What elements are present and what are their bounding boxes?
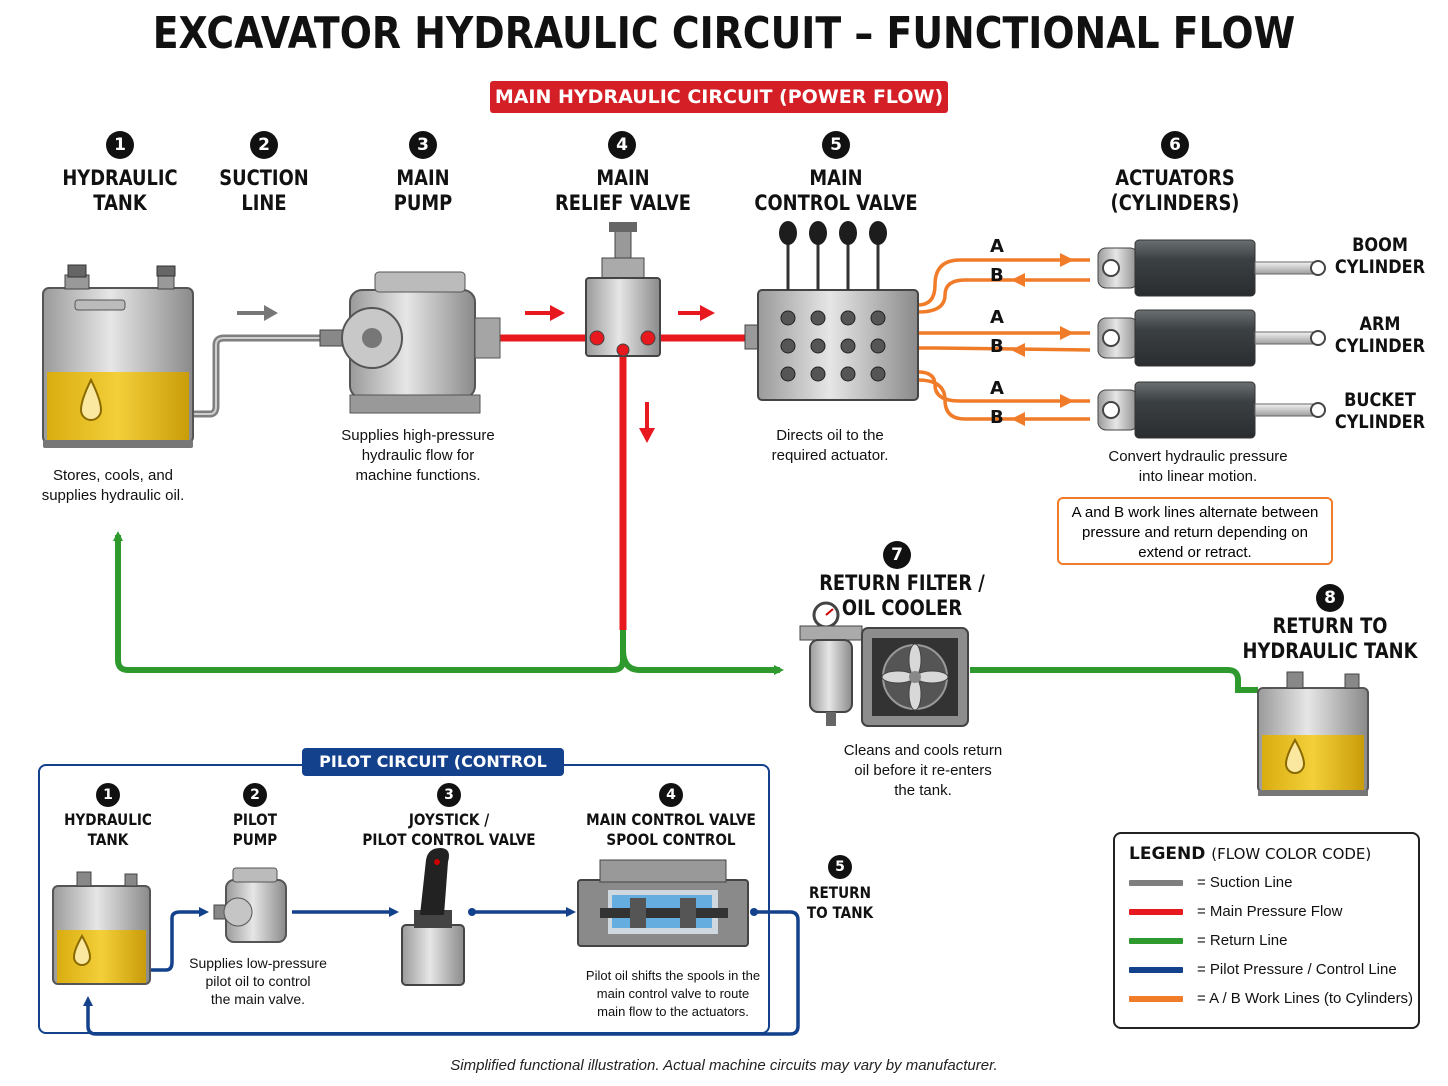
cylinder-illustrations — [1097, 239, 1326, 439]
pilot-step-4-number: 4 — [659, 783, 683, 807]
pilot-line-node — [468, 908, 476, 916]
step-7-number: 7 — [883, 541, 911, 569]
page-title: EXCAVATOR HYDRAULIC CIRCUIT – FUNCTIONAL… — [152, 8, 1296, 59]
pilot-step-5-number: 5 — [828, 855, 852, 879]
main-pump-illustration — [319, 271, 501, 414]
pilot-line-tank-to-pump — [150, 907, 209, 972]
relief-arrowhead — [639, 428, 655, 443]
step-5-number: 5 — [822, 131, 850, 159]
return-tank-illustration — [1257, 671, 1369, 796]
return-line-to-filter — [620, 649, 784, 675]
pilot-circuit-banner: PILOT CIRCUIT (CONTROL FLOW) — [302, 748, 564, 799]
main-control-valve-illustration — [744, 221, 919, 401]
hydraulic-tank-illustration — [42, 264, 194, 448]
step-3-number: 3 — [409, 131, 437, 159]
boom-port-a: A — [990, 236, 1004, 257]
step-7-label: RETURN FILTER /OIL COOLER — [819, 571, 985, 620]
joystick-illustration — [401, 848, 465, 986]
pilot-step-3-number: 3 — [437, 783, 461, 807]
legend-swatch — [1129, 909, 1183, 915]
pilot-tank-illustration — [52, 871, 151, 985]
suction-flow-arrowhead — [264, 305, 278, 321]
suction-line-highlight — [193, 337, 340, 415]
work-line-arrowheads — [1011, 253, 1074, 426]
main-circuit-banner: MAIN HYDRAULIC CIRCUIT (POWER FLOW) — [490, 81, 948, 113]
step-6-label: ACTUATORS(CYLINDERS) — [1110, 166, 1240, 215]
pilot-return-node — [750, 908, 758, 916]
work-lines-note: A and B work lines alternate between pre… — [1057, 497, 1333, 565]
legend-swatch — [1129, 880, 1183, 886]
bucket-port-b: B — [990, 407, 1004, 428]
step-2-number: 2 — [250, 131, 278, 159]
legend-swatch — [1129, 967, 1183, 973]
spool-valve-illustration — [577, 859, 749, 947]
legend-swatch — [1129, 938, 1183, 944]
filter-cooler-illustration — [799, 601, 969, 727]
boom-port-b: B — [990, 265, 1004, 286]
pilot-step-1-number: 1 — [96, 783, 120, 807]
pilot-return-line — [83, 910, 800, 1036]
pressure-arrowhead-1 — [550, 305, 565, 321]
legend-swatch — [1129, 996, 1183, 1002]
legend-panel: LEGEND (FLOW COLOR CODE) = Suction Line … — [1113, 832, 1420, 1029]
pilot-step-3-label: JOYSTICK /PILOT CONTROL VALVE — [362, 810, 536, 849]
step-6-number: 6 — [1161, 131, 1189, 159]
footer-disclaimer: Simplified functional illustration. Actu… — [450, 1057, 998, 1074]
step-1-number: 1 — [106, 131, 134, 159]
arm-port-b: B — [990, 336, 1004, 357]
pilot-step-2-number: 2 — [243, 783, 267, 807]
pilot-pump-illustration — [213, 867, 287, 943]
return-line-to-tank-8 — [970, 667, 1258, 693]
step-8-number: 8 — [1316, 584, 1344, 612]
pressure-arrowhead-2 — [700, 305, 715, 321]
return-line-to-tank — [113, 531, 626, 673]
bucket-port-a: A — [990, 378, 1004, 399]
legend-title: LEGEND (FLOW COLOR CODE) — [1129, 844, 1372, 864]
relief-valve-illustration — [585, 222, 661, 357]
step-4-number: 4 — [608, 131, 636, 159]
work-lines — [917, 258, 1091, 421]
arm-port-a: A — [990, 307, 1004, 328]
